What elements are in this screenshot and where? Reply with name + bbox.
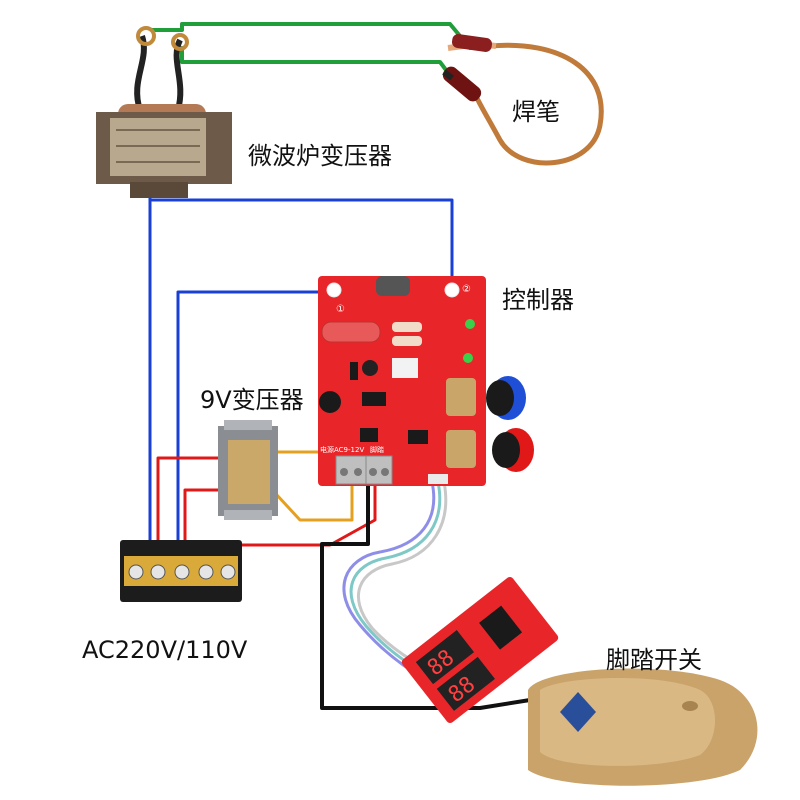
knob-top[interactable] <box>486 376 526 420</box>
ic-chip <box>360 428 378 442</box>
transformer-lead-left <box>134 35 147 111</box>
lug-right <box>171 33 189 51</box>
knob-bottom[interactable] <box>492 428 534 472</box>
pen-tip-2 <box>442 69 454 81</box>
terminal-power-label: 电源AC9-12V <box>320 445 364 454</box>
ic-chip <box>362 392 386 406</box>
black-foot-wire <box>320 478 532 710</box>
controller-board: ① ② <box>318 276 534 486</box>
pen-cable-loop <box>473 42 604 166</box>
terminal-screw <box>198 564 214 580</box>
electrolytic-capacitor <box>362 360 378 376</box>
microwave-transformer <box>96 26 232 198</box>
terminal-foot-label: 脚踏 <box>370 445 384 454</box>
blue-wire-controller-1 <box>176 290 336 550</box>
red-wire-1 <box>156 456 220 550</box>
pen-handle-1 <box>451 34 493 52</box>
label-mains: AC220V/110V <box>82 636 248 664</box>
terminal-block-foot <box>365 455 393 485</box>
pen-handle-2 <box>442 66 482 102</box>
pad-2-label: ② <box>462 284 471 295</box>
green-wire-bottom <box>180 46 457 84</box>
white-connector <box>392 358 418 378</box>
pedal-hinge <box>682 701 698 711</box>
pad-1-label: ① <box>336 304 345 315</box>
display-ic <box>479 605 523 650</box>
digit-display <box>436 656 495 711</box>
lug-left <box>136 26 156 46</box>
label-foot-switch: 脚踏开关 <box>606 646 702 674</box>
terminal-screw <box>128 564 144 580</box>
terminal-screw <box>174 564 190 580</box>
ic-chip <box>350 362 358 380</box>
label-controller: 控制器 <box>502 286 574 314</box>
blue-wire-primary-2 <box>148 198 454 292</box>
pad-2-circle <box>444 282 460 298</box>
orange-wire-2 <box>274 478 354 522</box>
display-board: 88 88 <box>401 576 559 724</box>
label-9v-transformer: 9V变压器 <box>200 386 304 414</box>
ribbon-connector <box>428 474 448 484</box>
transformer-9v <box>218 420 278 520</box>
terminal-block-power <box>335 455 367 485</box>
resistor <box>392 336 422 346</box>
pedal-badge <box>560 692 596 732</box>
electrolytic-capacitor <box>319 391 341 413</box>
terminal-screw <box>220 564 236 580</box>
pad-1-circle <box>326 282 342 298</box>
label-microwave-transformer: 微波炉变压器 <box>248 142 392 170</box>
welding-pen <box>442 34 497 102</box>
transformer-base <box>130 182 188 198</box>
label-welding-pen: 焊笔 <box>512 98 560 126</box>
potentiometer <box>446 378 476 416</box>
foot-pedal[interactable] <box>528 668 758 786</box>
pedal-top <box>540 677 715 766</box>
resistor <box>392 322 422 332</box>
digit-display <box>415 630 475 685</box>
9v-bracket <box>224 510 272 520</box>
led-green <box>465 319 475 329</box>
potentiometer <box>446 430 476 468</box>
green-wire-top <box>150 22 472 50</box>
film-capacitor <box>321 321 381 343</box>
led-green <box>463 353 473 363</box>
9v-coil <box>228 440 270 504</box>
terminal-screw <box>150 564 166 580</box>
red-wire-2 <box>183 488 222 550</box>
mains-terminal-block <box>120 540 242 602</box>
power-transistor <box>376 276 410 296</box>
9v-bracket <box>224 420 272 430</box>
transformer-lead-right <box>173 38 184 111</box>
ic-chip <box>408 430 428 444</box>
